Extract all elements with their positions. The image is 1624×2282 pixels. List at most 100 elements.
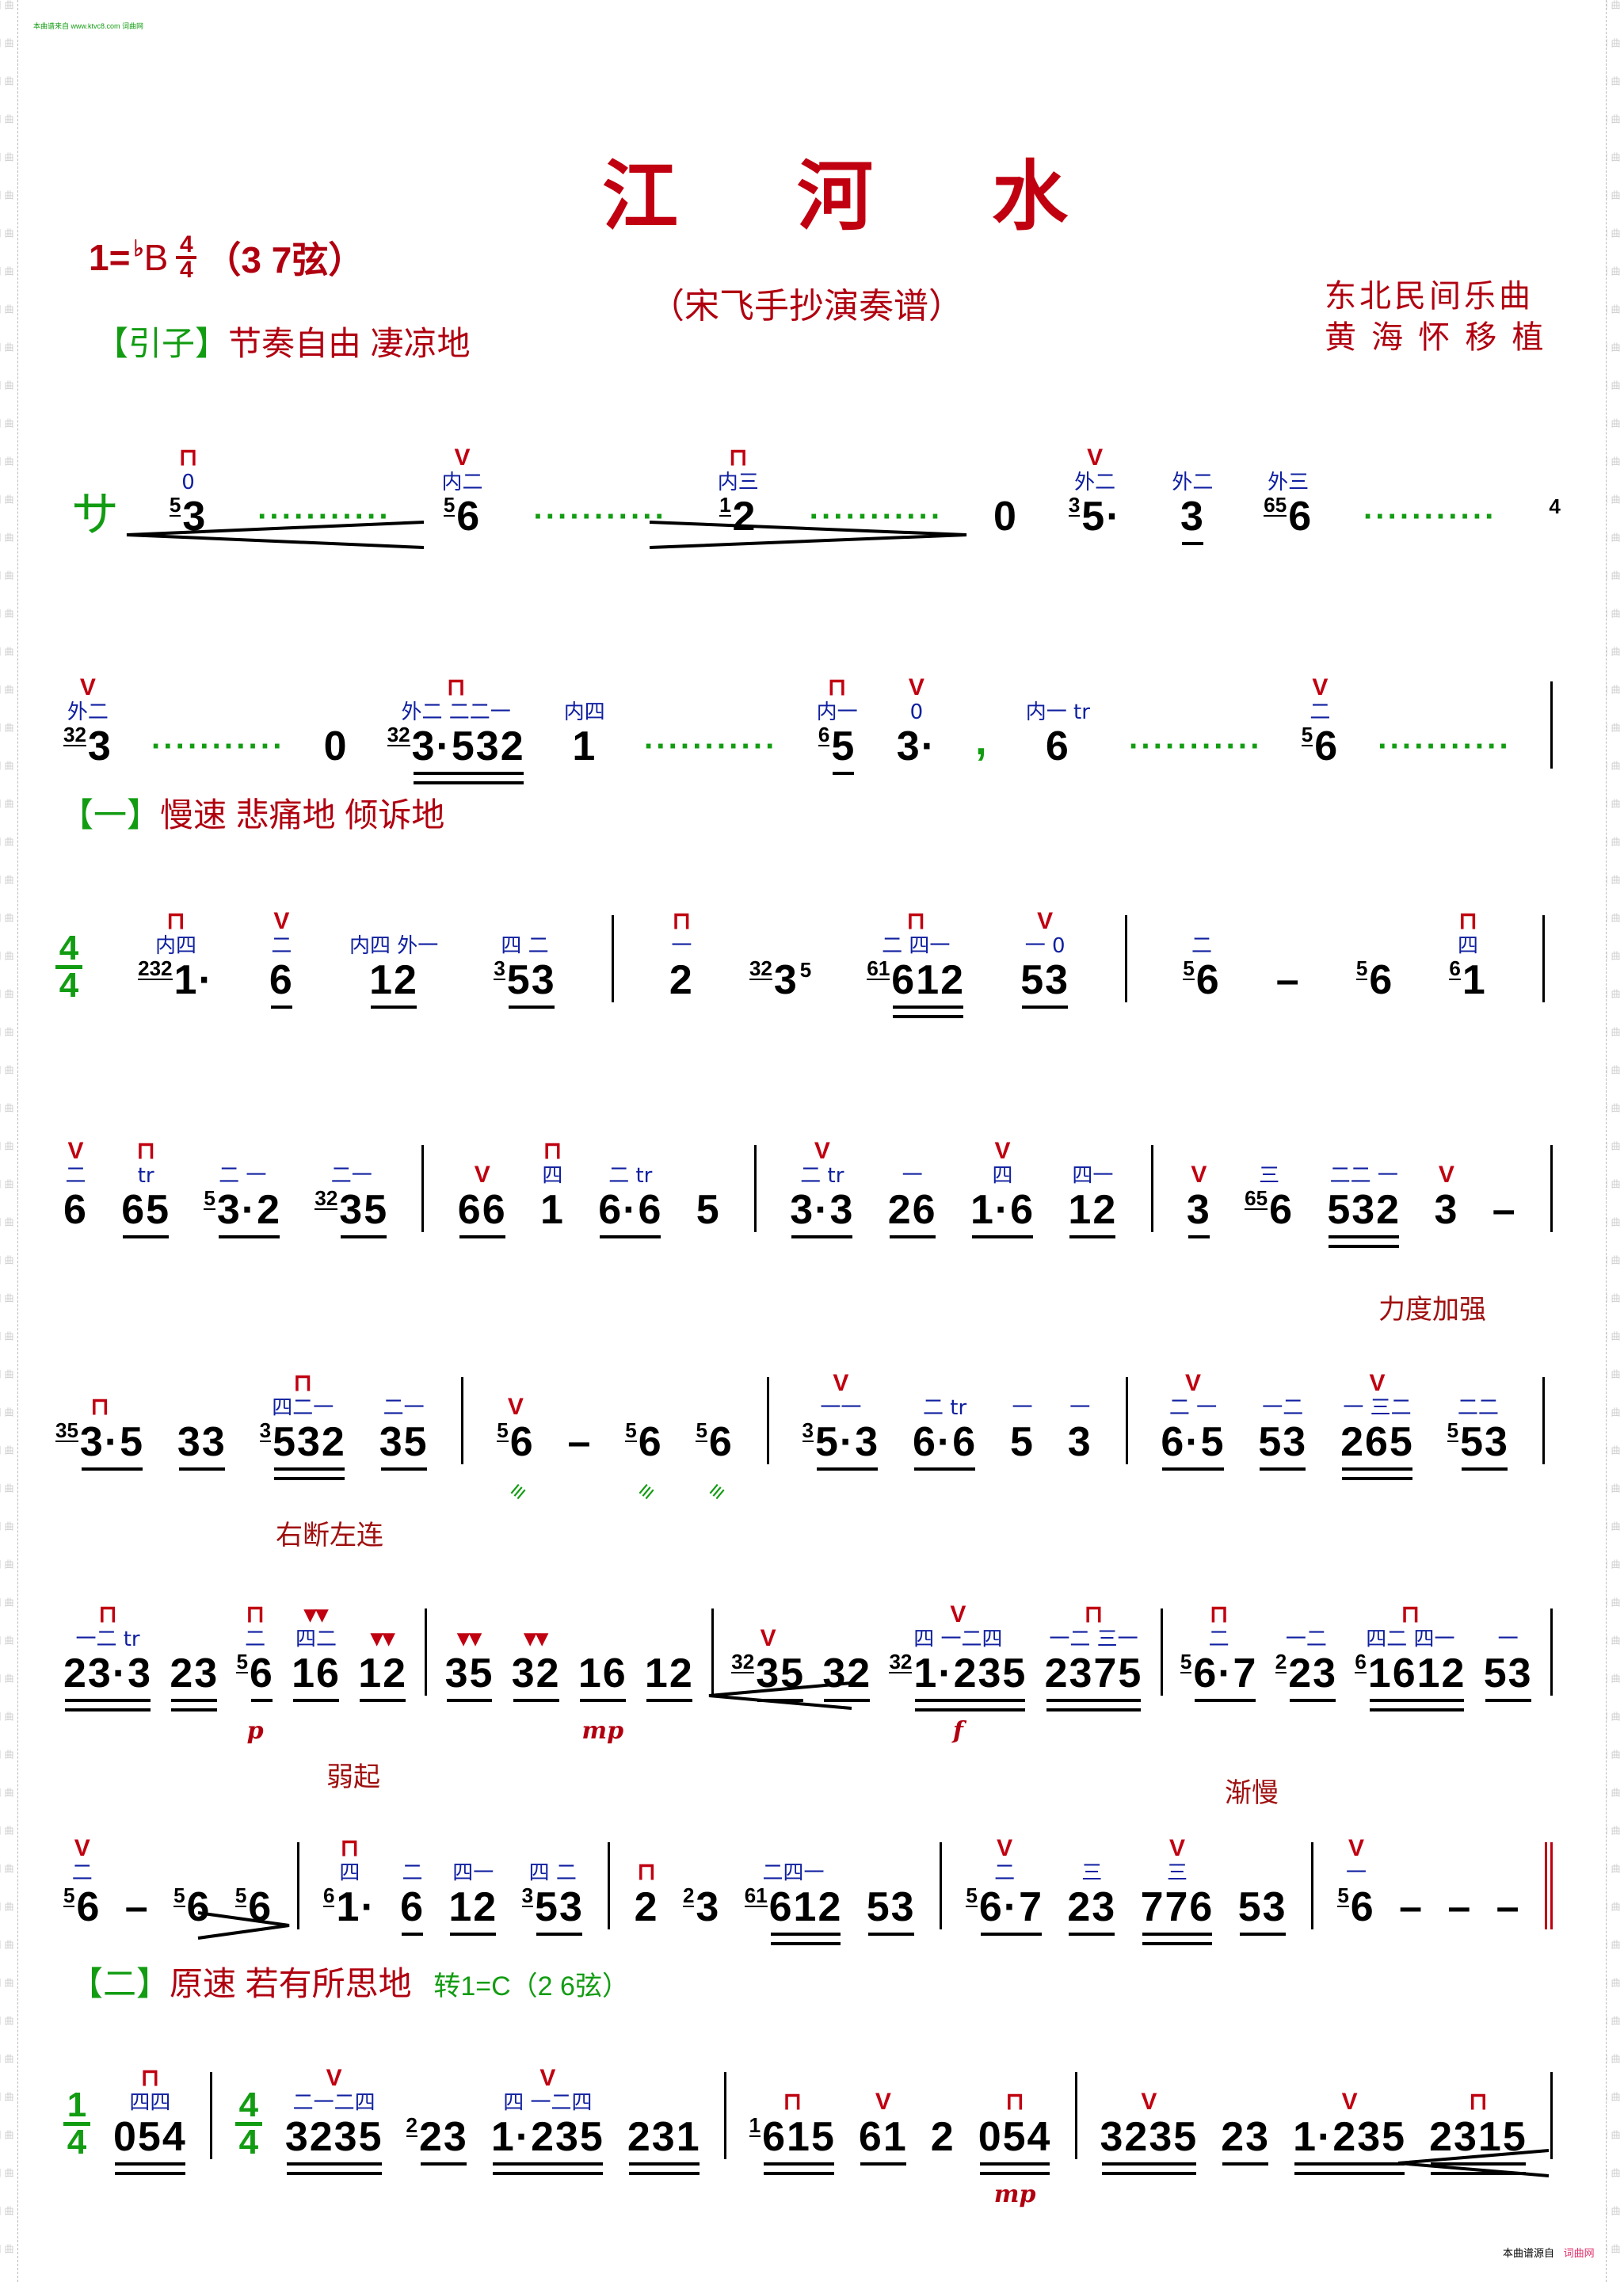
- note-group: –: [125, 1885, 150, 1929]
- fingering-mark: 四 一二四: [913, 1628, 1003, 1651]
- section-bracket: 【一】: [60, 796, 161, 834]
- side-watermark-text: 词曲网: [1607, 494, 1624, 504]
- side-watermark-text: 词曲网: [0, 1027, 17, 1036]
- bowing-mark: ⊓: [98, 1601, 117, 1628]
- expression-strengthen: 力度加强: [1378, 1295, 1486, 1325]
- note-row: –: [1276, 958, 1301, 1002]
- note: 3: [1186, 1187, 1211, 1238]
- crescendo-hairpin: [126, 521, 425, 549]
- barline: [1150, 1145, 1153, 1232]
- fingering-mark: 二: [71, 1861, 93, 1885]
- bowing-mark: V: [950, 1601, 966, 1628]
- bowing-mark: V: [539, 2065, 556, 2091]
- grace-note: 5: [966, 1883, 978, 1907]
- note: 6: [456, 494, 482, 540]
- side-watermark-text: 词曲网: [1607, 2054, 1624, 2063]
- subtitle: （宋飞手抄演奏谱）: [650, 287, 963, 326]
- tremolo-mark: ≡: [504, 1478, 533, 1505]
- fermata-dotted-extension: ···········: [1363, 499, 1497, 534]
- note-group: 0: [324, 724, 349, 769]
- tremolo-mark: ≡: [632, 1478, 661, 1505]
- side-watermark-text: 词曲网: [0, 0, 17, 10]
- side-watermark-text: 词曲网: [0, 647, 17, 656]
- note-row: –: [1447, 1885, 1472, 1929]
- grace-note: 5: [1180, 1650, 1192, 1673]
- free-rhythm-mark: サ: [71, 488, 119, 541]
- note: 054: [978, 2114, 1052, 2166]
- key-note: B: [143, 237, 169, 278]
- ts-denominator: 4: [67, 2123, 87, 2162]
- note: 12: [448, 1884, 498, 1936]
- barline: [1125, 915, 1128, 1002]
- grace-note: 6: [1355, 1650, 1367, 1673]
- left-watermark-strip: 词曲网词曲网词曲网词曲网词曲网词曲网词曲网词曲网词曲网词曲网词曲网词曲网词曲网词…: [0, 0, 18, 2282]
- note-group: –: [1447, 1885, 1472, 1929]
- note-group: –: [1276, 958, 1301, 1002]
- note: 35: [444, 1650, 494, 1702]
- fingering-mark: 二: [1309, 700, 1331, 724]
- side-watermark-text: 词曲网: [0, 570, 17, 580]
- fingering-mark: 内一: [816, 700, 858, 724]
- side-watermark-text: 词曲网: [0, 2054, 17, 2063]
- section-intro: 【引子】节奏自由 凄凉地: [95, 317, 471, 365]
- side-watermark-text: 词曲网: [1607, 1179, 1624, 1189]
- barline: [1550, 2072, 1553, 2159]
- note-row: 3: [1068, 1420, 1092, 1464]
- note: 612: [768, 1884, 843, 1936]
- side-watermark-text: 词曲网: [1607, 152, 1624, 162]
- side-watermark-text: 词曲网: [1607, 266, 1624, 276]
- note: 5·: [1081, 494, 1122, 540]
- side-watermark-text: 词曲网: [1607, 532, 1624, 542]
- note: 61: [858, 2114, 908, 2166]
- note: 3: [773, 957, 799, 1003]
- side-watermark-text: 词曲网: [0, 875, 17, 884]
- grace-note: 3: [521, 1883, 534, 1907]
- note: 66: [457, 1187, 507, 1238]
- note-row: 2: [669, 958, 694, 1002]
- fingering-mark: 二 tr: [800, 1164, 844, 1188]
- note: 12: [1068, 1187, 1118, 1238]
- note: 1·235: [490, 2114, 604, 2166]
- note: 532: [1327, 1187, 1401, 1238]
- ts-denominator: 4: [238, 2123, 259, 2162]
- note-group: 23: [170, 1651, 219, 1702]
- note-row: 1·6: [970, 1188, 1035, 1238]
- bowing-mark: ⊓: [1401, 1601, 1420, 1628]
- section-two: 【二】原速 若有所思地 转1=C（2 6弦）: [70, 1957, 629, 2005]
- bowing-mark: V: [997, 1835, 1013, 1861]
- bowing-mark: V: [67, 1138, 84, 1164]
- dynamics-hairpins-intro: [126, 521, 967, 549]
- fingering-mark: 二一二四: [292, 2091, 376, 2115]
- section-text: 慢速 悲痛地 倾诉地: [160, 796, 445, 834]
- bowing-mark: ▾▾: [303, 1601, 329, 1628]
- section-bracket: 【二】: [70, 1965, 170, 2002]
- side-watermark-text: 词曲网: [0, 1635, 17, 1645]
- note: 5: [831, 723, 856, 775]
- side-watermark-text: 词曲网: [0, 989, 17, 998]
- sustain-dash: –: [567, 1419, 593, 1465]
- note: 3: [1180, 494, 1205, 545]
- footer-site-link[interactable]: 词曲网: [1563, 2247, 1595, 2259]
- side-watermark-text: 词曲网: [0, 1978, 17, 1987]
- note: 3·3: [790, 1187, 855, 1238]
